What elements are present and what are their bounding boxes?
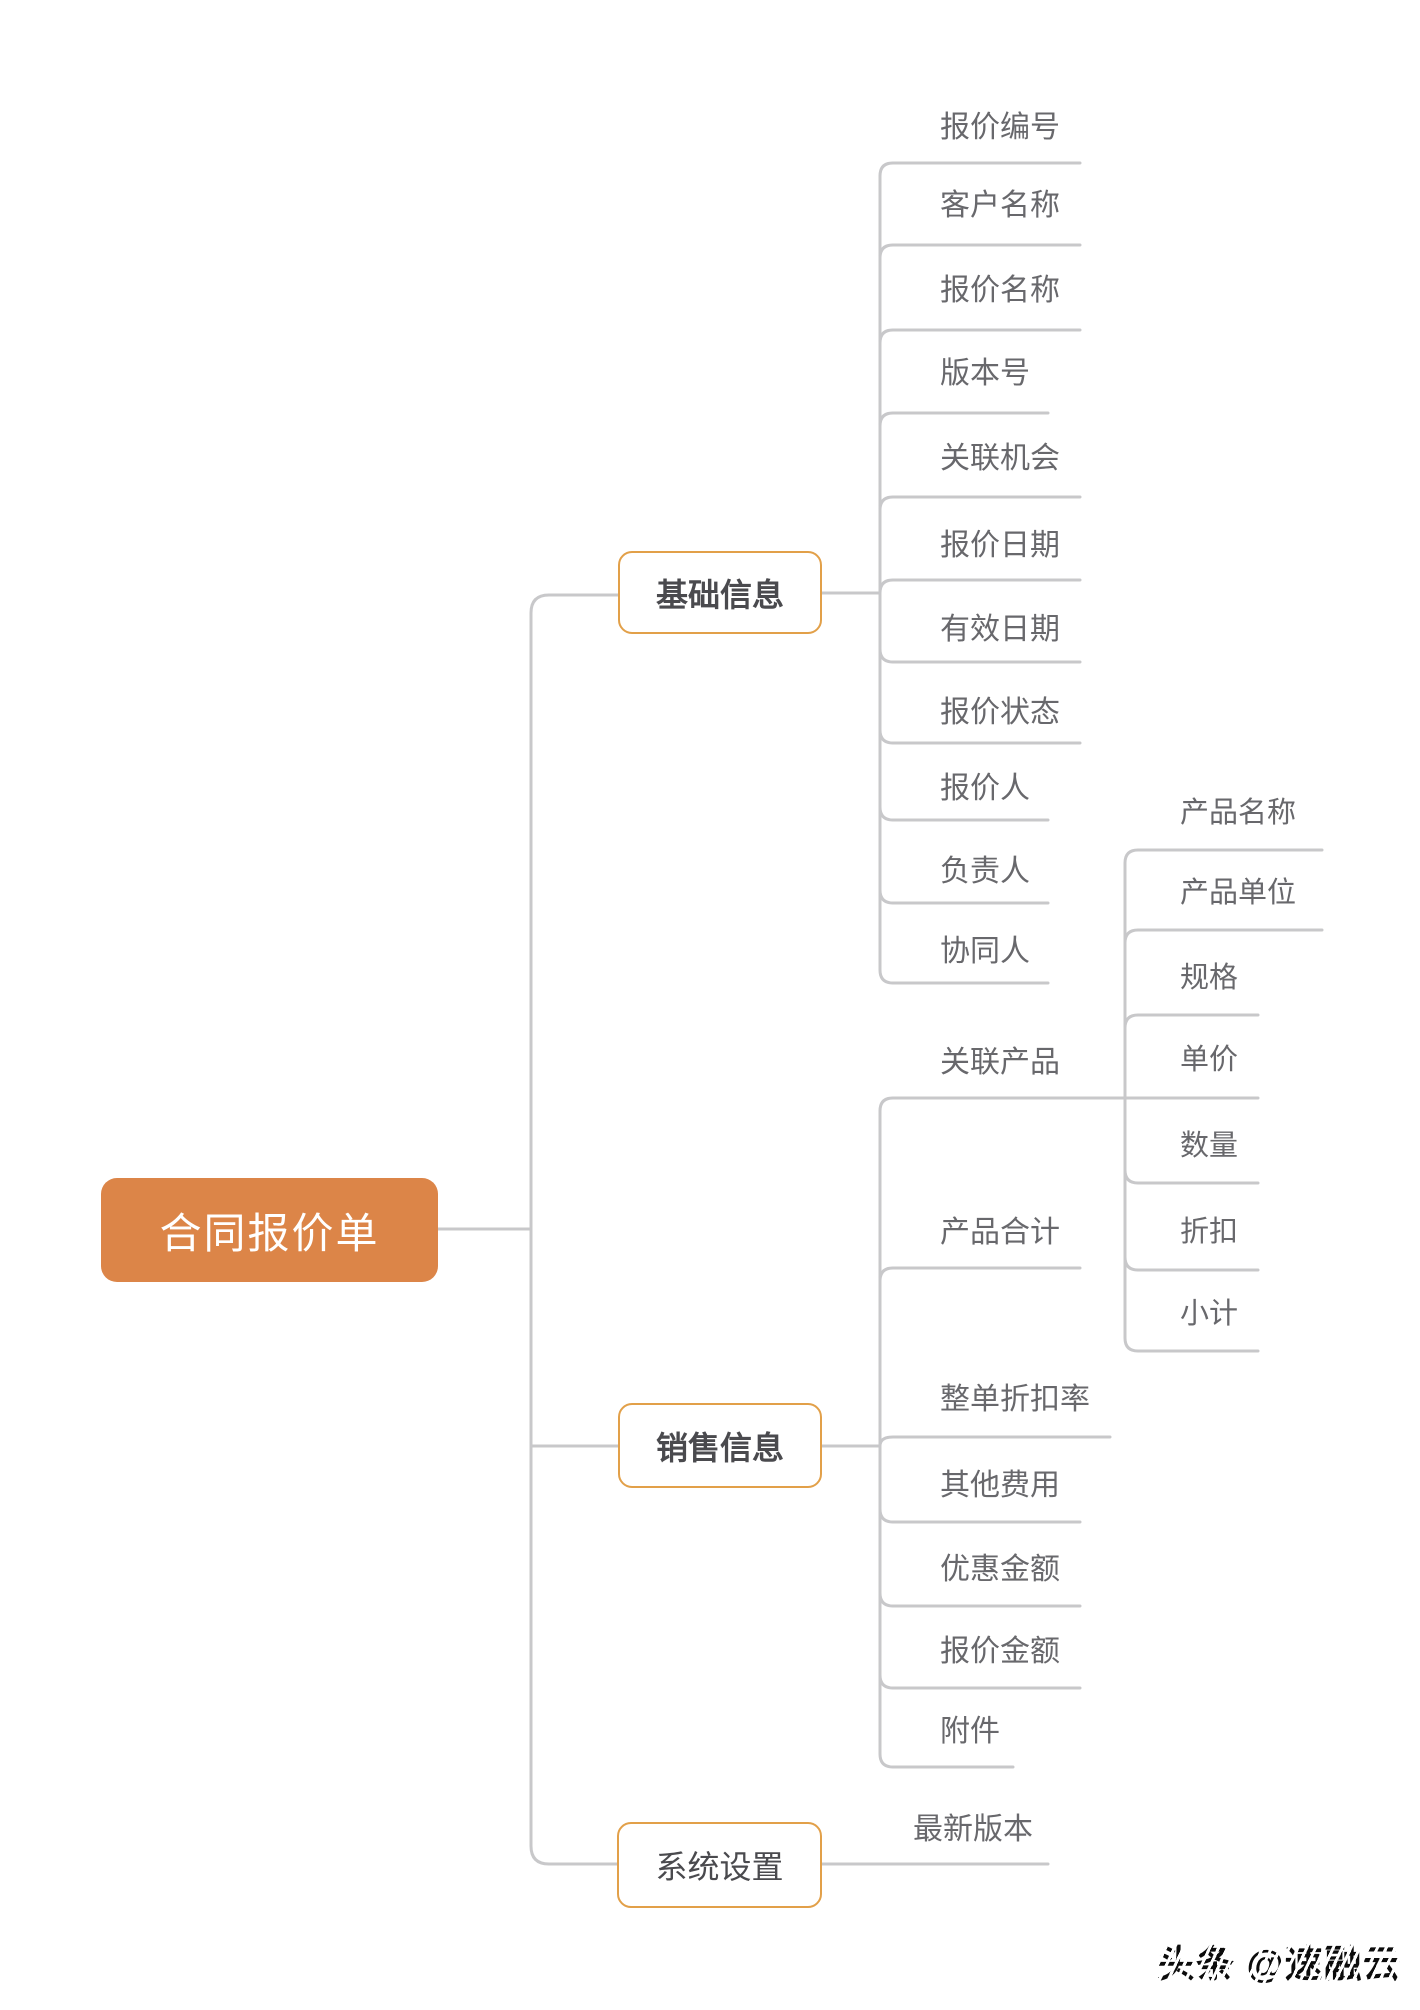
topic-node-0-1[interactable]: 客户名称	[940, 189, 1060, 222]
topic-node-0-4[interactable]: 关联机会	[940, 442, 1060, 475]
topic-node-1-sub-3[interactable]: 单价	[1180, 1044, 1239, 1076]
topic-node-0-3[interactable]: 版本号	[940, 357, 1030, 390]
topic-node-0-7[interactable]: 报价状态	[940, 696, 1060, 729]
watermark-text: 头条 @速融云	[1157, 1944, 1402, 1986]
topic-node-1-4[interactable]: 优惠金额	[940, 1553, 1060, 1586]
topic-node-1-6[interactable]: 附件	[940, 1715, 1000, 1748]
topic-node-0-8[interactable]: 报价人	[940, 772, 1030, 805]
topic-node-1-2[interactable]: 整单折扣率	[940, 1383, 1090, 1416]
topic-node-1-sub-4[interactable]: 数量	[1180, 1130, 1239, 1162]
branch-node-1[interactable]: 销售信息	[618, 1403, 822, 1488]
topic-node-1-sub-0[interactable]: 产品名称	[1180, 797, 1297, 829]
topic-node-0-10[interactable]: 协同人	[940, 935, 1030, 968]
topic-node-1-sub-5[interactable]: 折扣	[1180, 1216, 1239, 1248]
topic-node-1-0[interactable]: 关联产品	[940, 1046, 1060, 1079]
branch-node-2[interactable]: 系统设置	[617, 1822, 822, 1908]
root-node-label: 合同报价单	[159, 1209, 380, 1257]
topic-node-1-1[interactable]: 产品合计	[940, 1216, 1060, 1249]
topic-node-0-0[interactable]: 报价编号	[940, 111, 1060, 144]
topic-node-0-2[interactable]: 报价名称	[940, 274, 1060, 307]
branch-node-0[interactable]: 基础信息	[618, 551, 822, 634]
topic-node-0-6[interactable]: 有效日期	[940, 613, 1060, 646]
topic-node-2-0[interactable]: 最新版本	[913, 1813, 1033, 1846]
topic-node-1-3[interactable]: 其他费用	[940, 1469, 1060, 1502]
topic-node-1-sub-1[interactable]: 产品单位	[1180, 877, 1297, 909]
root-node[interactable]: 合同报价单	[101, 1178, 438, 1282]
topic-node-0-9[interactable]: 负责人	[940, 855, 1030, 888]
topic-node-1-sub-6[interactable]: 小计	[1180, 1298, 1239, 1330]
topic-node-1-5[interactable]: 报价金额	[940, 1635, 1060, 1668]
topic-node-1-sub-2[interactable]: 规格	[1180, 962, 1239, 994]
topic-node-0-5[interactable]: 报价日期	[940, 529, 1060, 562]
